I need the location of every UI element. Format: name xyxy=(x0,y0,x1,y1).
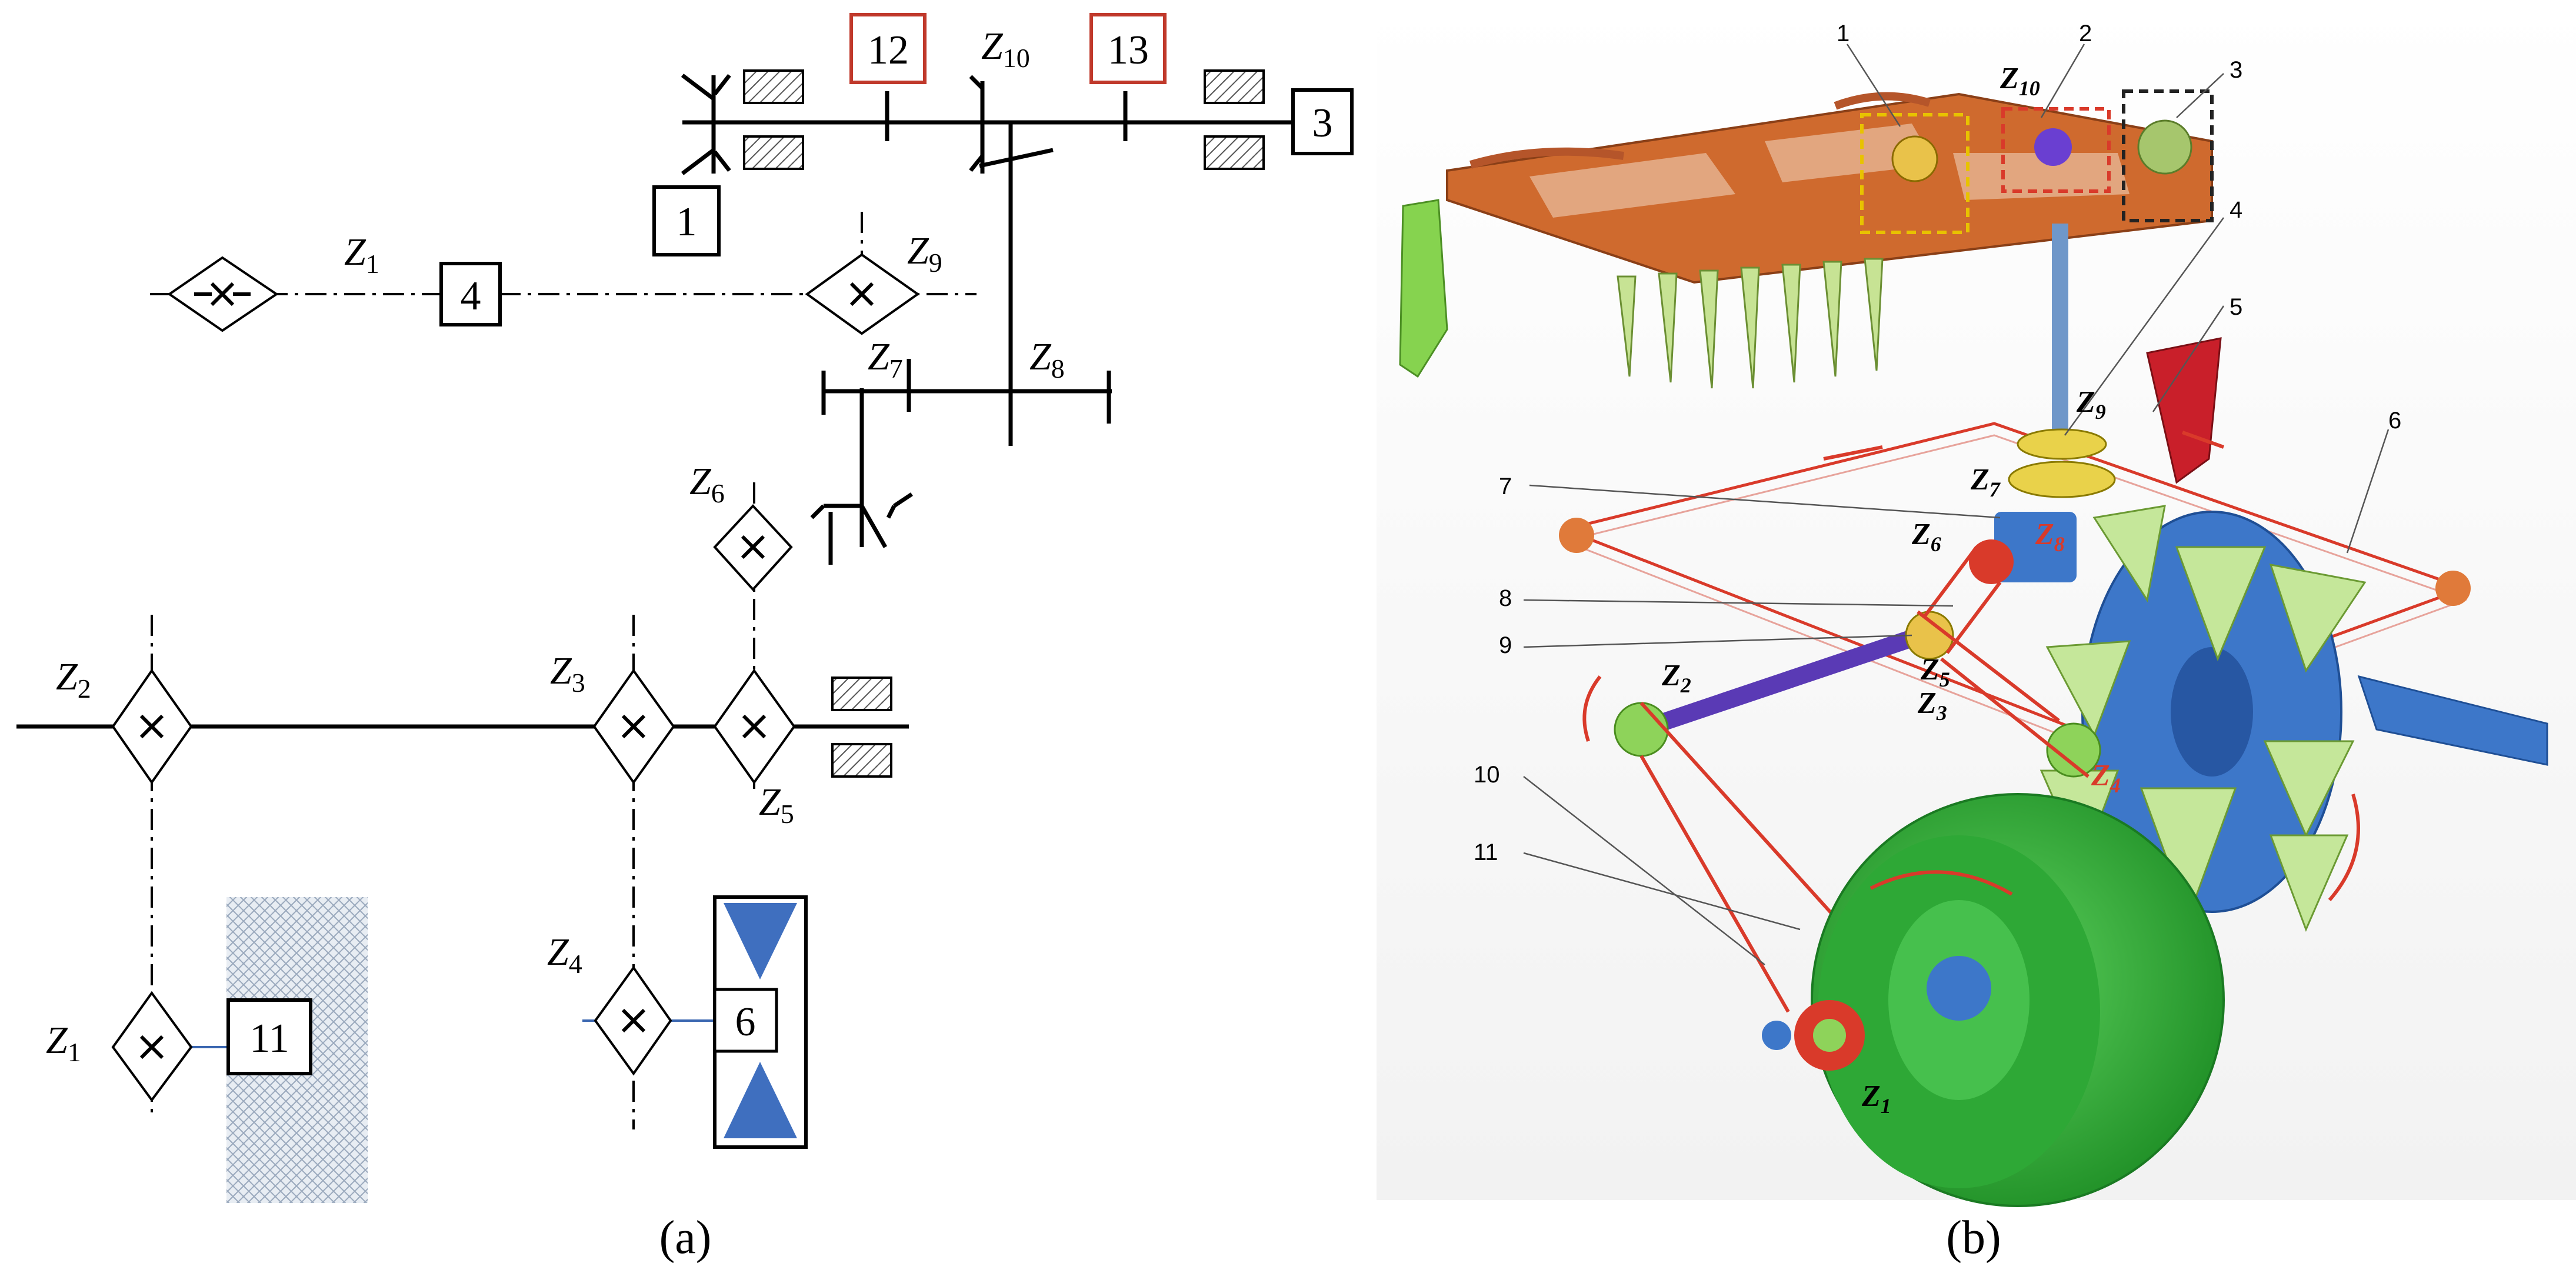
box-6-label: 6 xyxy=(735,999,756,1045)
label-z7: Z7 xyxy=(868,335,903,384)
callout-11: 11 xyxy=(1474,839,1498,865)
render-z1: Z1 xyxy=(1861,1079,1891,1118)
callout-leaders xyxy=(1523,44,2390,965)
label-z4: Z4 xyxy=(547,931,582,979)
caption-a: (a) xyxy=(659,1212,712,1264)
box-12: 12 xyxy=(849,13,927,84)
callout-4: 4 xyxy=(2230,197,2242,223)
callout-10: 10 xyxy=(1474,762,1500,788)
z-labels-schematic: Z1 Z9 Z10 Z7 Z8 Z6 Z2 Z3 Z5 Z4 Z1 xyxy=(46,25,1065,1067)
box-11-label: 11 xyxy=(249,1016,289,1061)
sprocket-crosses xyxy=(139,282,874,1059)
highlight-box-black xyxy=(2122,89,2214,222)
ground-wheel xyxy=(1762,793,2225,1207)
callout-1: 1 xyxy=(1837,21,1849,46)
label-z9: Z9 xyxy=(907,229,942,278)
label-z3: Z3 xyxy=(550,649,585,698)
box-1-label: 1 xyxy=(677,199,697,245)
kinematic-schematic: 1 3 4 12 13 11 6 Z1 xyxy=(16,13,1354,1264)
gearbox xyxy=(1994,512,2077,582)
box-1: 1 xyxy=(652,185,721,256)
render-z2: Z2 xyxy=(1661,659,1691,697)
vertical-drive-shaft xyxy=(2052,224,2068,435)
render-z7: Z7 xyxy=(1970,463,2001,501)
render-3d: 1 2 3 4 5 6 7 8 9 10 11 Z10 Z9 Z7 Z8 Z6 … xyxy=(1377,0,2576,1264)
label-z1-top: Z1 xyxy=(344,231,379,279)
caption-b: (b) xyxy=(1946,1212,2001,1264)
callout-5: 5 xyxy=(2230,294,2242,320)
z-labels-render: Z10 Z9 Z7 Z8 Z6 Z2 Z5 Z3 Z4 Z1 xyxy=(1661,62,2121,1118)
render-z8: Z8 xyxy=(2035,518,2065,556)
bearings xyxy=(743,69,1265,778)
rotation-arrows xyxy=(1582,431,2360,901)
top-frame xyxy=(1399,89,2214,389)
gear-marks xyxy=(681,74,1128,565)
callout-3: 3 xyxy=(2230,57,2242,83)
render-z3: Z3 xyxy=(1917,687,1947,725)
highlight-box-yellow xyxy=(1860,113,1970,234)
box-4: 4 xyxy=(439,262,502,326)
label-z1-bottom: Z1 xyxy=(46,1019,81,1067)
callout-8: 8 xyxy=(1499,585,1512,611)
box-6-seeder: 6 xyxy=(713,895,808,1149)
seeding-drum xyxy=(2040,505,2367,932)
label-z2: Z2 xyxy=(56,655,91,704)
render-z10: Z10 xyxy=(2000,62,2040,100)
render-z4: Z4 xyxy=(2091,759,2121,797)
render-z9: Z9 xyxy=(2076,385,2106,424)
render-z6: Z6 xyxy=(1911,518,1941,556)
label-z10: Z10 xyxy=(981,25,1030,73)
label-z5: Z5 xyxy=(759,781,794,829)
callout-2: 2 xyxy=(2079,21,2092,46)
box-3-label: 3 xyxy=(1312,101,1333,146)
side-plate xyxy=(2357,675,2548,766)
callout-9: 9 xyxy=(1499,632,1512,658)
callout-numbers: 1 2 3 4 5 6 7 8 9 10 11 xyxy=(1474,21,2401,865)
label-z8: Z8 xyxy=(1029,335,1065,384)
render-z5: Z5 xyxy=(1920,653,1950,691)
callout-7: 7 xyxy=(1499,474,1512,499)
box-13-label: 13 xyxy=(1108,28,1149,73)
purple-axle xyxy=(1638,626,1924,738)
callout-6: 6 xyxy=(2388,408,2401,434)
box-3: 3 xyxy=(1291,88,1354,155)
label-z6: Z6 xyxy=(689,460,725,508)
box-11: 11 xyxy=(226,998,312,1075)
box-12-label: 12 xyxy=(868,28,909,73)
box-4-label: 4 xyxy=(461,274,481,319)
seed-hopper xyxy=(2146,337,2222,484)
highlight-box-red xyxy=(2001,107,2111,193)
box-13: 13 xyxy=(1089,13,1167,84)
